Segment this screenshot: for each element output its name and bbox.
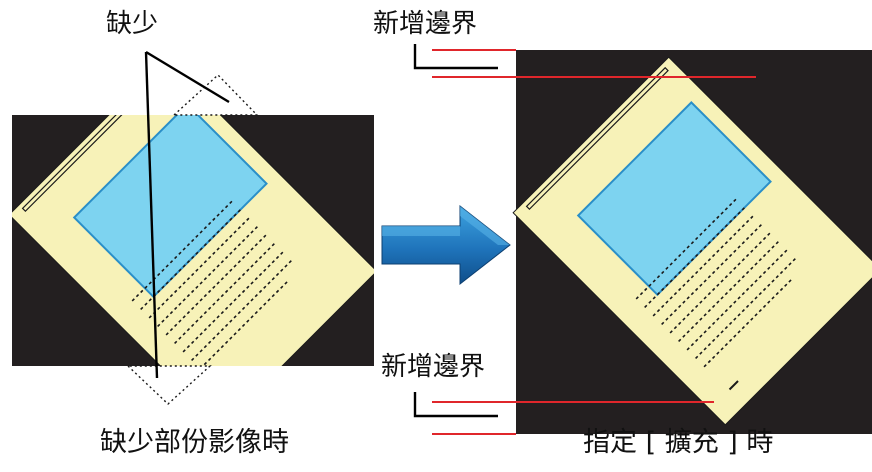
- left-header-bar: [21, 115, 165, 213]
- left-panel: [12, 50, 374, 405]
- right-page: [512, 56, 872, 426]
- left-page-number: [226, 383, 234, 391]
- new-border-top-label: 新增邊界: [373, 9, 478, 39]
- missing-label: 缺少: [106, 9, 159, 39]
- missing-bottom-corner: [126, 365, 212, 405]
- right-panel: [413, 44, 872, 435]
- right-header-bar: [525, 66, 669, 211]
- right-page-number: [728, 380, 739, 391]
- left-page-visible: [12, 115, 374, 391]
- new-border-bottom-label: 新增邊界: [381, 352, 486, 382]
- right-arrow-icon: [381, 204, 511, 286]
- right-caption: 指定 [ 擴充 ] 時: [583, 427, 774, 458]
- missing-top-corner: [172, 74, 259, 116]
- missing-pointer-lines: [144, 50, 230, 379]
- border-indicator-lines: [432, 49, 756, 435]
- border-brackets: [413, 44, 498, 418]
- left-caption: 缺少部份影像時: [100, 427, 289, 458]
